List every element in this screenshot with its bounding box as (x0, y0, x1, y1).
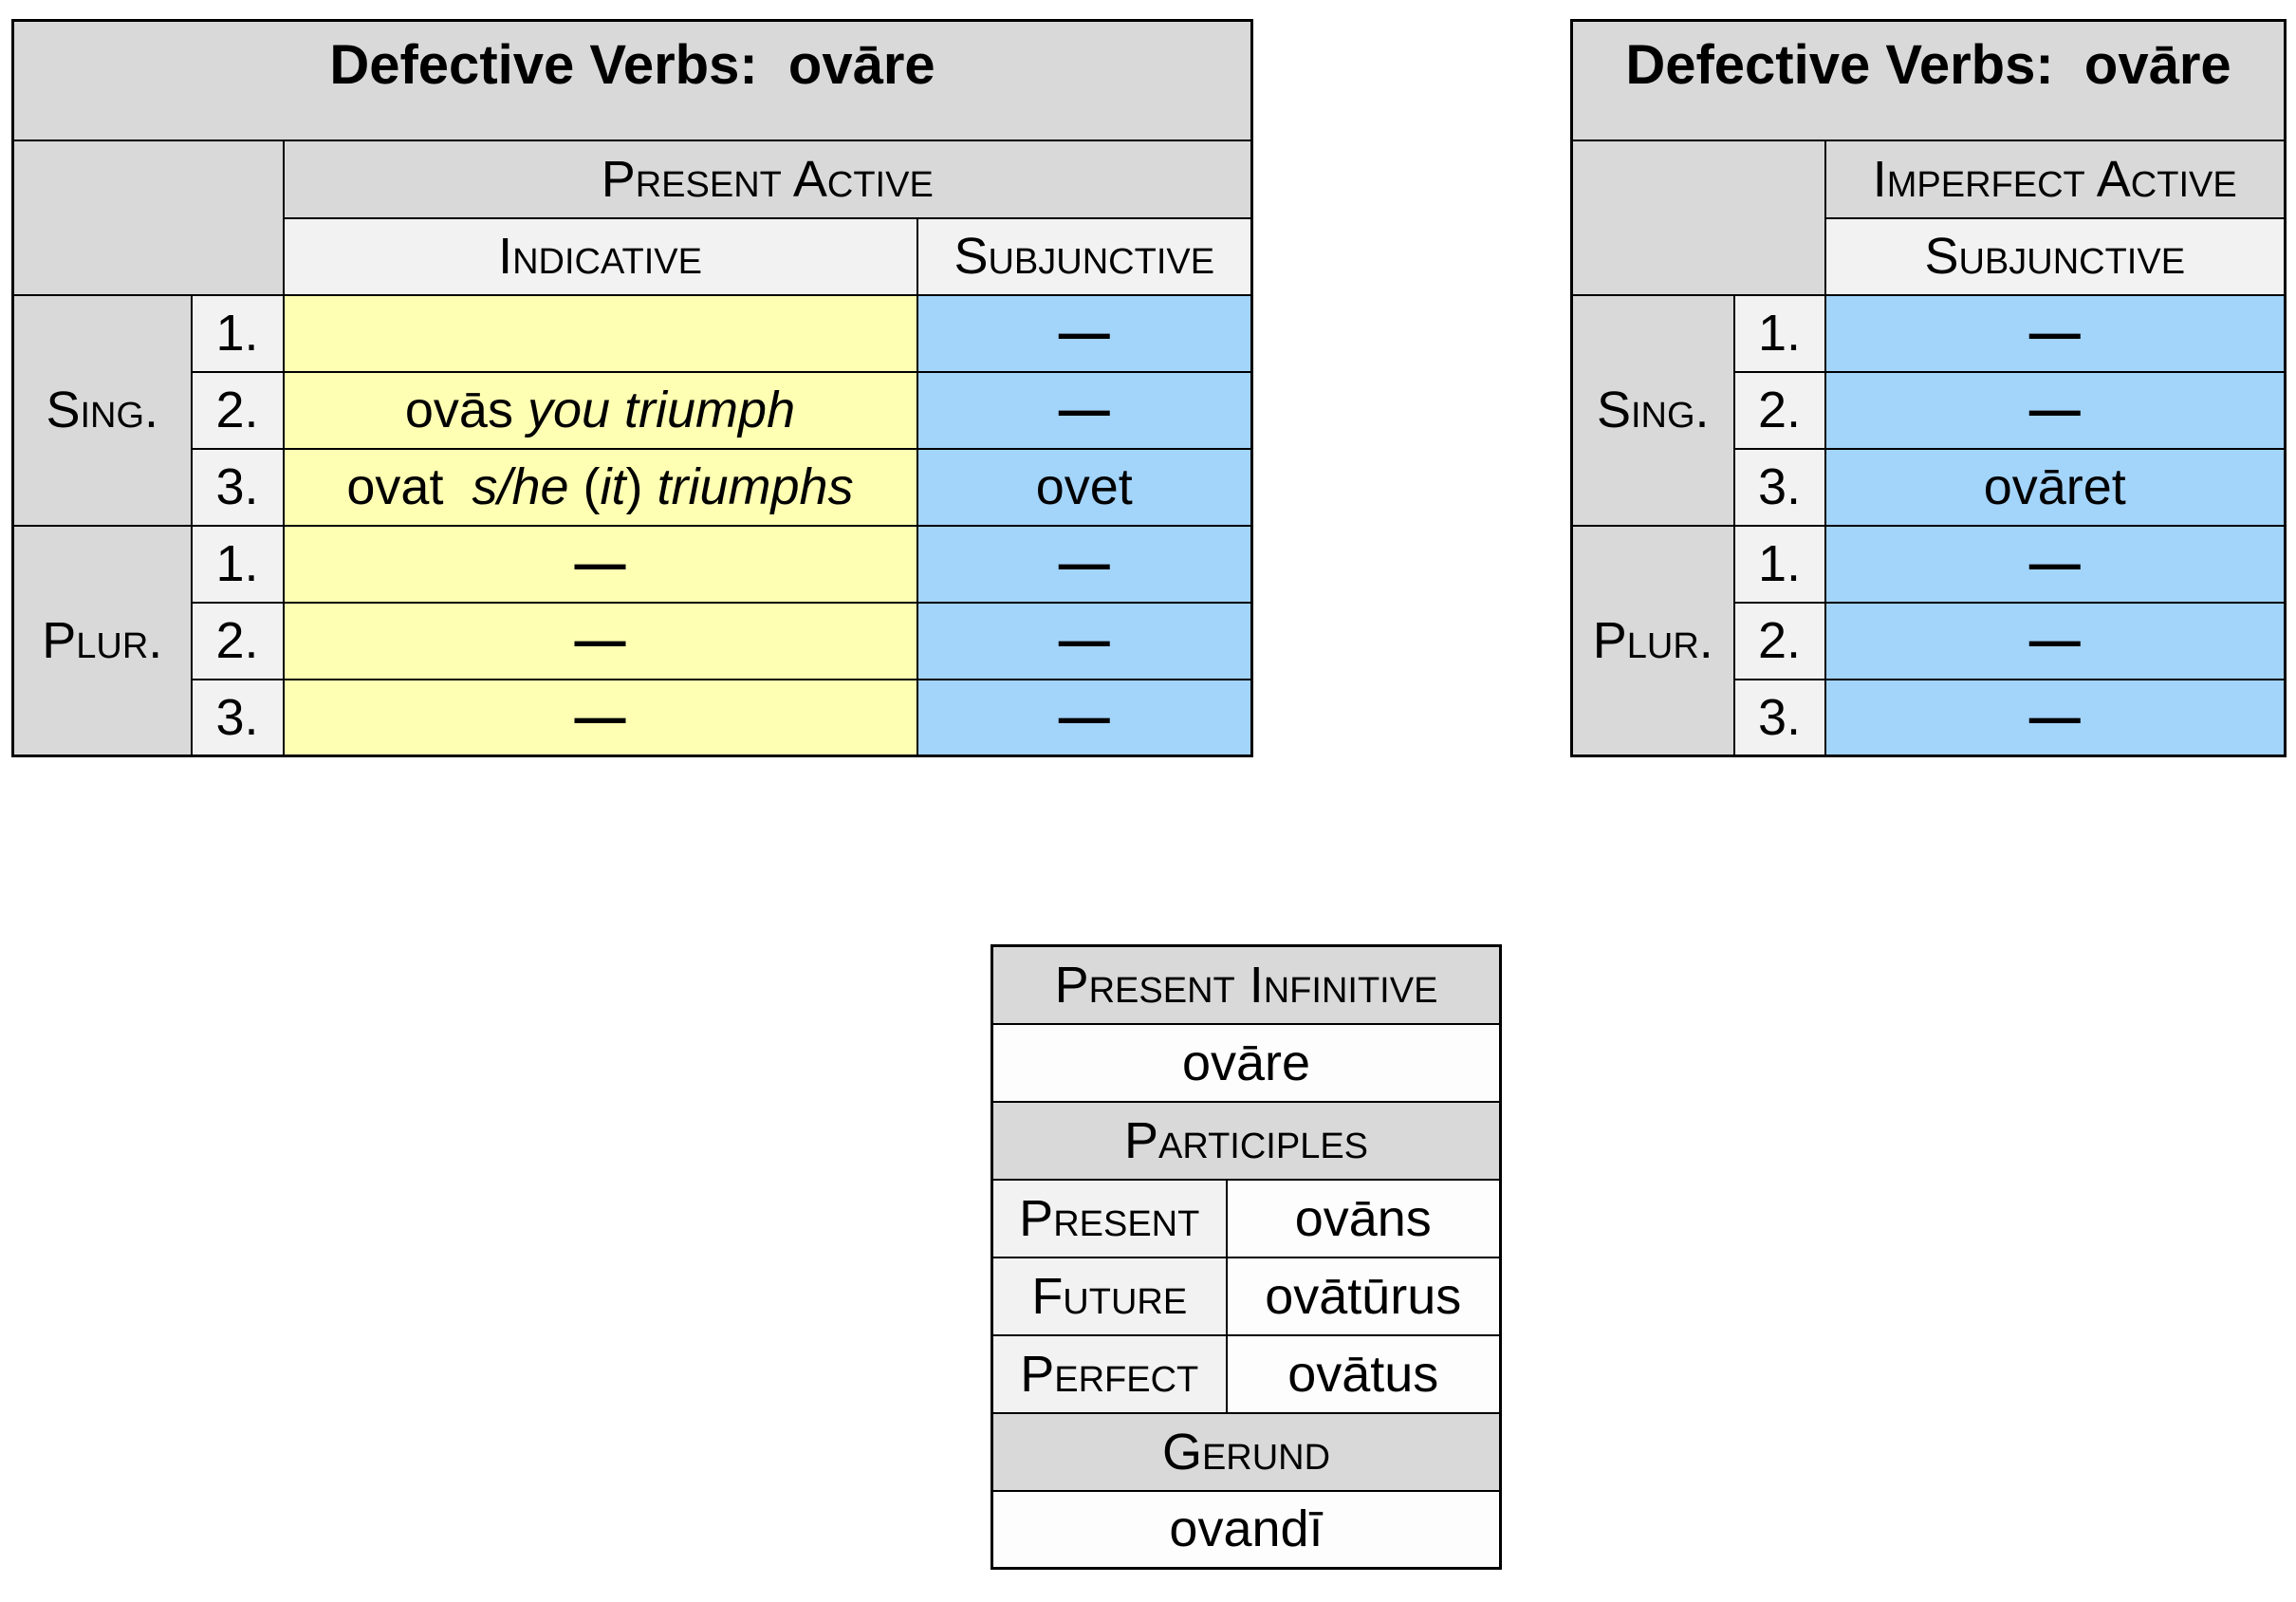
participle-perfect-label: Perfect (991, 1333, 1228, 1414)
subjunctive-form-cell: — (1824, 601, 2287, 680)
person-number: 1. (1732, 524, 1826, 604)
participle-present-value: ovāns (1225, 1178, 1502, 1258)
subjunctive-form-cell: — (1824, 678, 2287, 757)
person-number: 3. (1732, 447, 1826, 527)
person-number: 3. (190, 678, 285, 757)
indicative-form-cell (282, 293, 918, 373)
gerund-header: Gerund (991, 1411, 1502, 1492)
person-number: 3. (1732, 678, 1826, 757)
person-number: 3. (190, 447, 285, 527)
indicative-form-cell: — (282, 524, 918, 604)
indicative-form-cell: ovās you triumph (282, 370, 918, 450)
indicative-form-cell: ovat s/he (it) triumphs (282, 447, 918, 527)
person-number: 2. (190, 601, 285, 680)
subjunctive-form-cell: — (916, 678, 1253, 757)
subjunctive-form-cell: — (1824, 293, 2287, 373)
person-number: 1. (190, 293, 285, 373)
person-number: 2. (1732, 601, 1826, 680)
indicative-form-cell: — (282, 601, 918, 680)
mood-header-subjunctive: Subjunctive (916, 216, 1253, 296)
row-label-plural: Plur. (11, 524, 193, 757)
subjunctive-form-cell: — (916, 370, 1253, 450)
row-label-singular: Sing. (1570, 293, 1735, 527)
person-number: 1. (1732, 293, 1826, 373)
mood-header-indicative: Indicative (282, 216, 918, 296)
subjunctive-form-cell: ovet (916, 447, 1253, 527)
imperfect-table-title: Defective Verbs: ovāre (1570, 19, 2287, 141)
indicative-form-cell: — (282, 678, 918, 757)
imperfect-active-table: Defective Verbs: ovāre Imperfect Active … (1570, 19, 2287, 757)
subjunctive-form-cell: — (916, 293, 1253, 373)
participle-future-label: Future (991, 1256, 1228, 1336)
participle-future-value: ovātūrus (1225, 1256, 1502, 1336)
present-infinitive-value: ovāre (991, 1022, 1502, 1103)
corner-spacer-cell (1570, 139, 1826, 296)
nonfinite-forms-table: Present Infinitive ovāre Participles Pre… (991, 944, 1502, 1570)
person-number: 2. (1732, 370, 1826, 450)
row-label-plural: Plur. (1570, 524, 1735, 757)
participle-present-label: Present (991, 1178, 1228, 1258)
gerund-value: ovandī (991, 1489, 1502, 1570)
tense-header-present-active: Present Active (282, 139, 1253, 219)
subjunctive-form-cell: — (1824, 524, 2287, 604)
mood-header-subjunctive: Subjunctive (1824, 216, 2287, 296)
person-number: 2. (190, 370, 285, 450)
person-number: 1. (190, 524, 285, 604)
present-table-title: Defective Verbs: ovāre (11, 19, 1253, 141)
tense-header-imperfect-active: Imperfect Active (1824, 139, 2287, 219)
subjunctive-form-cell: — (916, 601, 1253, 680)
subjunctive-form-cell: — (1824, 370, 2287, 450)
corner-spacer-cell (11, 139, 285, 296)
present-infinitive-header: Present Infinitive (991, 944, 1502, 1025)
subjunctive-form-cell: ovāret (1824, 447, 2287, 527)
participle-perfect-value: ovātus (1225, 1333, 1502, 1414)
subjunctive-form-cell: — (916, 524, 1253, 604)
participles-header: Participles (991, 1100, 1502, 1181)
row-label-singular: Sing. (11, 293, 193, 527)
present-active-table: Defective Verbs: ovāre Present Active In… (11, 19, 1254, 757)
